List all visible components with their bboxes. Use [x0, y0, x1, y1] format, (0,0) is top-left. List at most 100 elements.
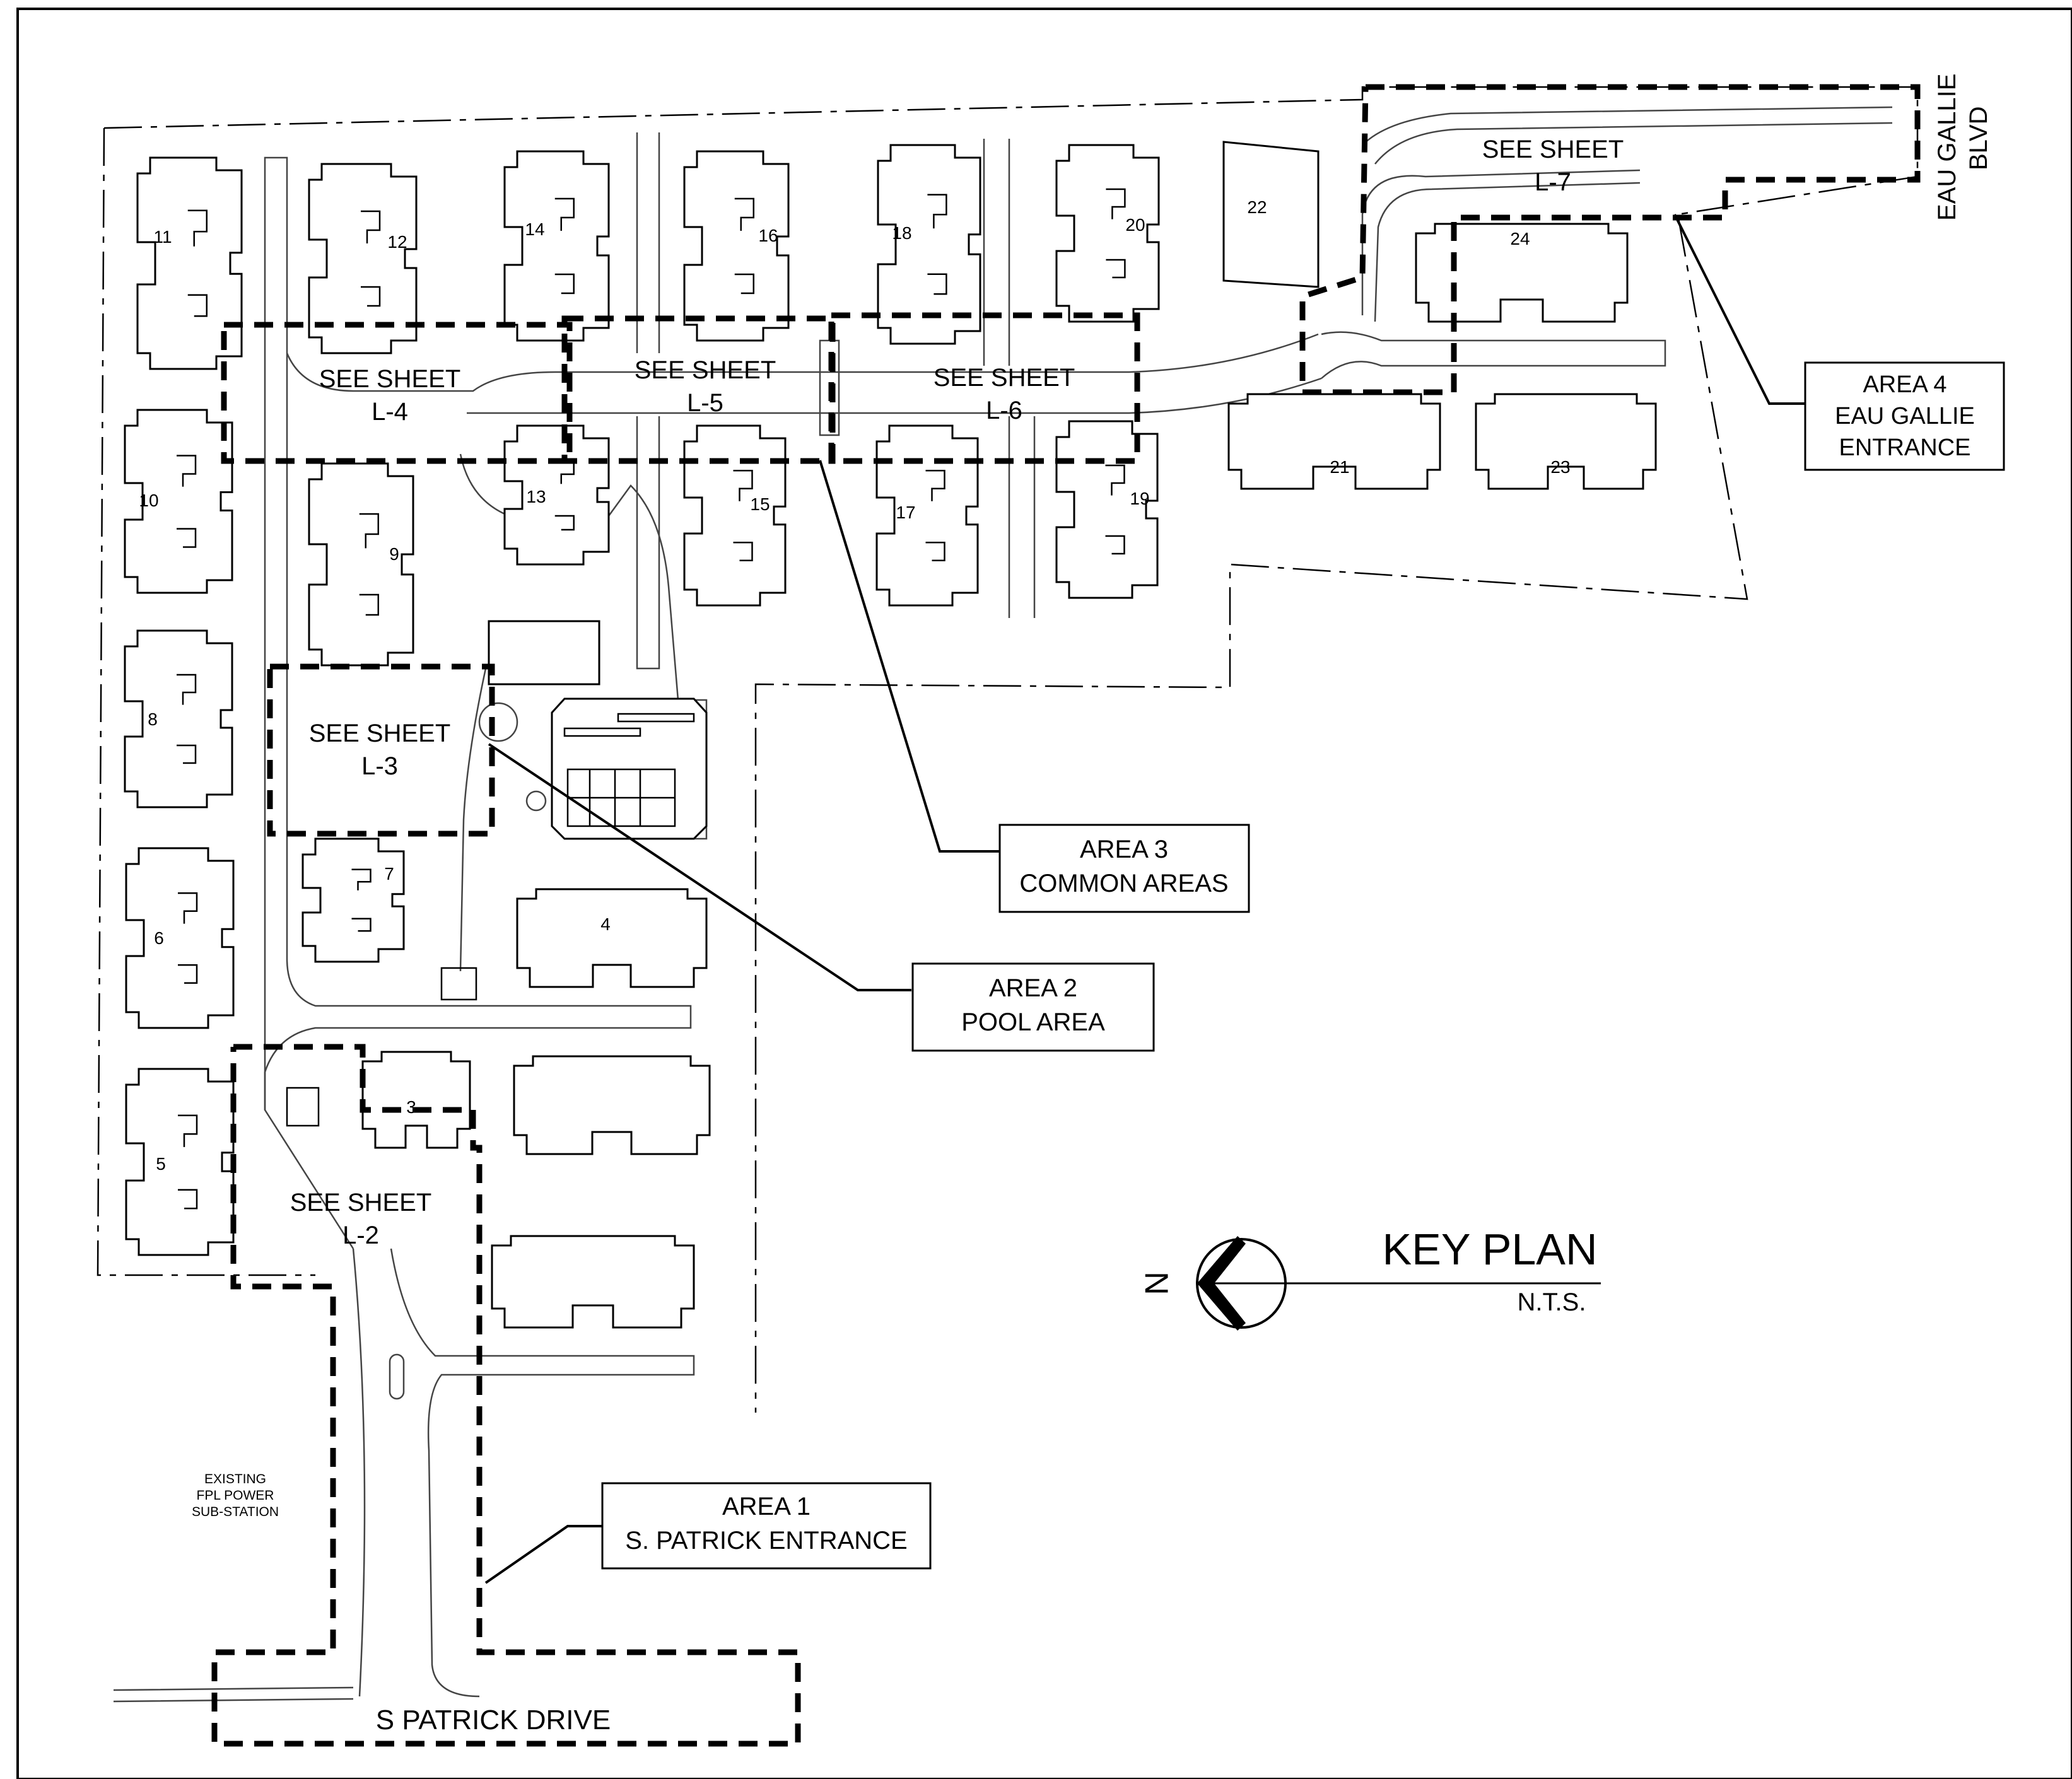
s-patrick-drive-label: S PATRICK DRIVE — [376, 1705, 611, 1735]
area-3-label: AREA 3 COMMON AREAS — [998, 824, 1250, 913]
key-plan-title: KEY PLAN — [1382, 1225, 1597, 1274]
sheet-boundary-l6 — [828, 312, 1140, 464]
building-20 — [1055, 144, 1160, 323]
building-13 — [503, 424, 610, 566]
building-number-23: 23 — [1550, 457, 1570, 477]
property-boundary — [103, 86, 1919, 1413]
svg-text:EAU GALLIE: EAU GALLIE — [1933, 74, 1961, 221]
see-sheet-l7-label: SEE SHEET L-7 — [1482, 136, 1624, 196]
sheet-boundary-l2 — [211, 1044, 801, 1747]
svg-text:L-3: L-3 — [361, 752, 398, 780]
svg-text:SEE SHEET: SEE SHEET — [635, 356, 776, 384]
building-4 — [516, 888, 708, 988]
north-arrow-icon: N — [1139, 1236, 1601, 1331]
building-number-20: 20 — [1125, 215, 1145, 235]
building-17 — [875, 424, 979, 607]
north-letter: N — [1139, 1271, 1176, 1295]
svg-text:L-6: L-6 — [986, 397, 1022, 424]
building-number-12: 12 — [387, 232, 407, 252]
building-18 — [877, 144, 981, 345]
building-5 — [125, 1068, 235, 1256]
area-leaders — [484, 214, 1805, 1584]
building-16 — [683, 150, 790, 342]
svg-text:EXISTING: EXISTING — [204, 1472, 266, 1486]
building-number-11: 11 — [153, 227, 172, 247]
building-23 — [1475, 393, 1657, 490]
svg-text:S. PATRICK ENTRANCE: S. PATRICK ENTRANCE — [625, 1527, 907, 1554]
building-14 — [503, 150, 610, 342]
svg-text:SUB-STATION: SUB-STATION — [192, 1505, 279, 1519]
road-network — [113, 106, 1893, 1703]
building-7 — [301, 837, 405, 963]
svg-text:POOL AREA: POOL AREA — [961, 1008, 1105, 1036]
building-number-15: 15 — [750, 494, 770, 514]
svg-text:AREA 4: AREA 4 — [1863, 371, 1946, 398]
building-unlabeled — [491, 1235, 695, 1329]
building-number-7: 7 — [384, 864, 394, 884]
see-sheet-l5-label: SEE SHEET L-5 — [635, 356, 776, 417]
property-boundary-west — [97, 127, 315, 1276]
see-sheet-l2-label: SEE SHEET L-2 — [290, 1189, 432, 1249]
building-3 — [361, 1051, 471, 1149]
building-6 — [125, 847, 235, 1029]
svg-text:SEE SHEET: SEE SHEET — [319, 365, 461, 393]
building-number-9: 9 — [389, 544, 399, 564]
svg-text:AREA 2: AREA 2 — [989, 974, 1077, 1002]
area-2-label: AREA 2 POOL AREA — [911, 962, 1155, 1052]
svg-text:SEE SHEET: SEE SHEET — [309, 720, 451, 747]
svg-text:SEE SHEET: SEE SHEET — [290, 1189, 432, 1216]
area-1-label: AREA 1 S. PATRICK ENTRANCE — [601, 1482, 932, 1570]
eau-gallie-blvd-label: EAU GALLIE BLVD — [1933, 74, 1993, 221]
see-sheet-l6-label: SEE SHEET L-6 — [934, 364, 1075, 424]
building-number-14: 14 — [525, 219, 544, 239]
building-15 — [683, 424, 787, 607]
building-19 — [1055, 420, 1159, 599]
svg-text:AREA 3: AREA 3 — [1080, 836, 1168, 863]
sheet-boundary-l7 — [1299, 84, 1921, 395]
building-unlabeled — [513, 1055, 711, 1155]
building-number-10: 10 — [139, 491, 158, 510]
svg-text:FPL POWER: FPL POWER — [197, 1488, 274, 1503]
area-4-label: AREA 4 EAU GALLIE ENTRANCE — [1804, 361, 2005, 471]
svg-text:COMMON AREAS: COMMON AREAS — [1019, 870, 1228, 897]
building-number-13: 13 — [526, 487, 546, 506]
svg-text:L-5: L-5 — [687, 389, 723, 417]
svg-text:EAU GALLIE: EAU GALLIE — [1835, 403, 1975, 429]
substation-note: EXISTING FPL POWER SUB-STATION — [192, 1472, 279, 1519]
building-footprints — [124, 141, 1657, 1329]
sheet-boundary-l3 — [267, 663, 495, 837]
building-number-24: 24 — [1510, 229, 1530, 248]
building-number-19: 19 — [1130, 489, 1149, 508]
see-sheet-boundaries — [211, 84, 1921, 1747]
svg-text:L-4: L-4 — [372, 398, 408, 426]
sheet-border — [16, 8, 2072, 1779]
svg-text:SEE SHEET: SEE SHEET — [1482, 136, 1624, 163]
see-sheet-l3-label: SEE SHEET L-3 — [309, 720, 451, 780]
building-number-17: 17 — [896, 503, 915, 522]
svg-text:L-2: L-2 — [342, 1222, 379, 1249]
building-number-16: 16 — [758, 226, 778, 245]
scale-note: N.T.S. — [1518, 1288, 1586, 1316]
building-number-5: 5 — [156, 1154, 166, 1174]
building-22 — [1222, 141, 1320, 288]
building-number-3: 3 — [406, 1097, 416, 1117]
building-number-8: 8 — [148, 709, 158, 729]
svg-text:L-7: L-7 — [1535, 168, 1571, 196]
building-11 — [136, 156, 243, 370]
svg-text:AREA 1: AREA 1 — [722, 1493, 811, 1520]
building-10 — [124, 409, 233, 594]
building-number-21: 21 — [1330, 457, 1349, 477]
svg-text:ENTRANCE: ENTRANCE — [1839, 435, 1970, 461]
building-24 — [1415, 223, 1629, 323]
svg-text:SEE SHEET: SEE SHEET — [934, 364, 1075, 392]
building-12 — [308, 163, 418, 354]
building-number-4: 4 — [600, 914, 611, 934]
building-number-22: 22 — [1247, 197, 1267, 217]
building-8 — [124, 629, 233, 808]
building-9 — [308, 462, 414, 667]
sheet-boundary-l4 — [221, 322, 573, 464]
see-sheet-l4-label: SEE SHEET L-4 — [319, 365, 461, 426]
building-number-6: 6 — [154, 928, 164, 948]
